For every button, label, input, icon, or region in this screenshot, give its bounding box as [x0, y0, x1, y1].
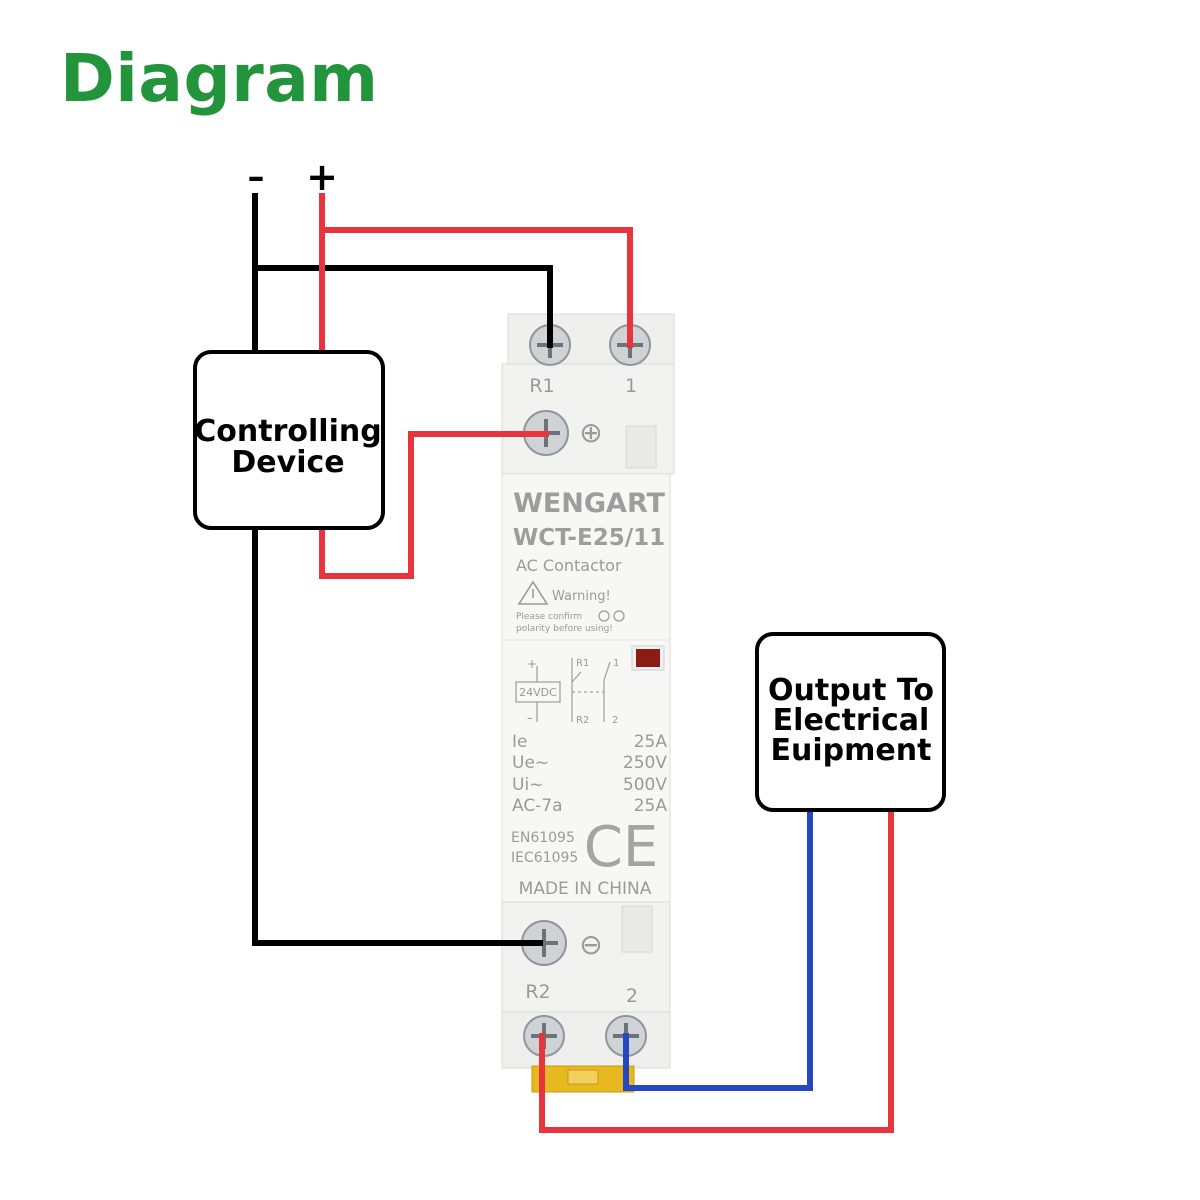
- terminal-2-label: 2: [626, 985, 638, 1007]
- contactor-front-panel: [501, 473, 671, 903]
- positive-wire-to-1: [319, 193, 633, 348]
- coil-plus-symbol: ⊕: [579, 416, 602, 449]
- controller-output-wire: [319, 431, 549, 579]
- warning-icon: [517, 580, 549, 605]
- ac-contactor: R1 1 R2 2 ⊕ ⊖ WENGART WCT-E25/11 AC Cont…: [501, 313, 675, 1093]
- polarity-note-line2: polarity before using!: [516, 624, 613, 634]
- spec-label: AC-7a: [512, 796, 563, 816]
- polarity-note-line1: Please confirm: [516, 612, 582, 622]
- page-title: Diagram: [60, 40, 379, 117]
- output-equipment-box: Output To Electrical Euipment: [755, 632, 946, 812]
- spec-value: 25A: [634, 796, 668, 816]
- schematic-1: 1: [613, 658, 619, 669]
- coil-minus-symbol: ⊖: [579, 928, 602, 961]
- model-number: WCT-E25/11: [513, 525, 665, 551]
- spec-table: Ie 25A Ue~ 250V Ui~ 500V AC-7a 25A: [512, 732, 667, 816]
- positive-terminal-label: +: [306, 155, 338, 199]
- device-type: AC Contactor: [516, 556, 622, 575]
- spec-label: Ui~: [512, 775, 543, 795]
- spec-value: 500V: [623, 775, 667, 795]
- spec-value: 25A: [634, 732, 668, 752]
- bottom-window: [621, 905, 653, 953]
- spec-label: Ue~: [512, 753, 549, 773]
- schematic-2: 2: [612, 715, 618, 726]
- schematic-coil-voltage: 24VDC: [519, 686, 557, 699]
- controlling-device-label-line2: Device: [231, 445, 344, 480]
- output-wire-blue: [623, 805, 813, 1091]
- negative-wire-main: [252, 193, 543, 946]
- terminal-r1-label: R1: [529, 375, 554, 397]
- top-window: [625, 425, 657, 469]
- terminal-r2-label: R2: [525, 981, 550, 1003]
- output-label-line3: Euipment: [771, 733, 932, 768]
- spec-label: Ie: [512, 732, 527, 752]
- controlling-device-label-line1: Controlling: [194, 414, 381, 449]
- standard-iec: IEC61095: [511, 850, 578, 866]
- negative-wire-to-r1: [252, 265, 553, 348]
- schematic-minus: –: [527, 711, 533, 725]
- output-label-line2: Electrical: [773, 703, 930, 738]
- schematic-r1: R1: [576, 658, 589, 669]
- origin-label: MADE IN CHINA: [519, 879, 652, 899]
- standard-en: EN61095: [511, 830, 575, 846]
- warning-text: Warning!: [552, 589, 611, 604]
- schematic-plus: +: [527, 657, 537, 671]
- spec-value: 250V: [623, 753, 667, 773]
- brand-name: WENGART: [513, 488, 665, 519]
- ce-mark: CE: [584, 815, 658, 880]
- output-label-line1: Output To: [768, 673, 934, 708]
- schematic-r2: R2: [576, 715, 589, 726]
- terminal-1-label: 1: [625, 375, 637, 397]
- coil-schematic: [515, 658, 611, 722]
- negative-terminal-label: –: [248, 157, 265, 197]
- output-wire-red: [539, 805, 894, 1133]
- screw-coil-minus-icon: [521, 920, 567, 966]
- controlling-device-box: Controlling Device: [193, 350, 385, 530]
